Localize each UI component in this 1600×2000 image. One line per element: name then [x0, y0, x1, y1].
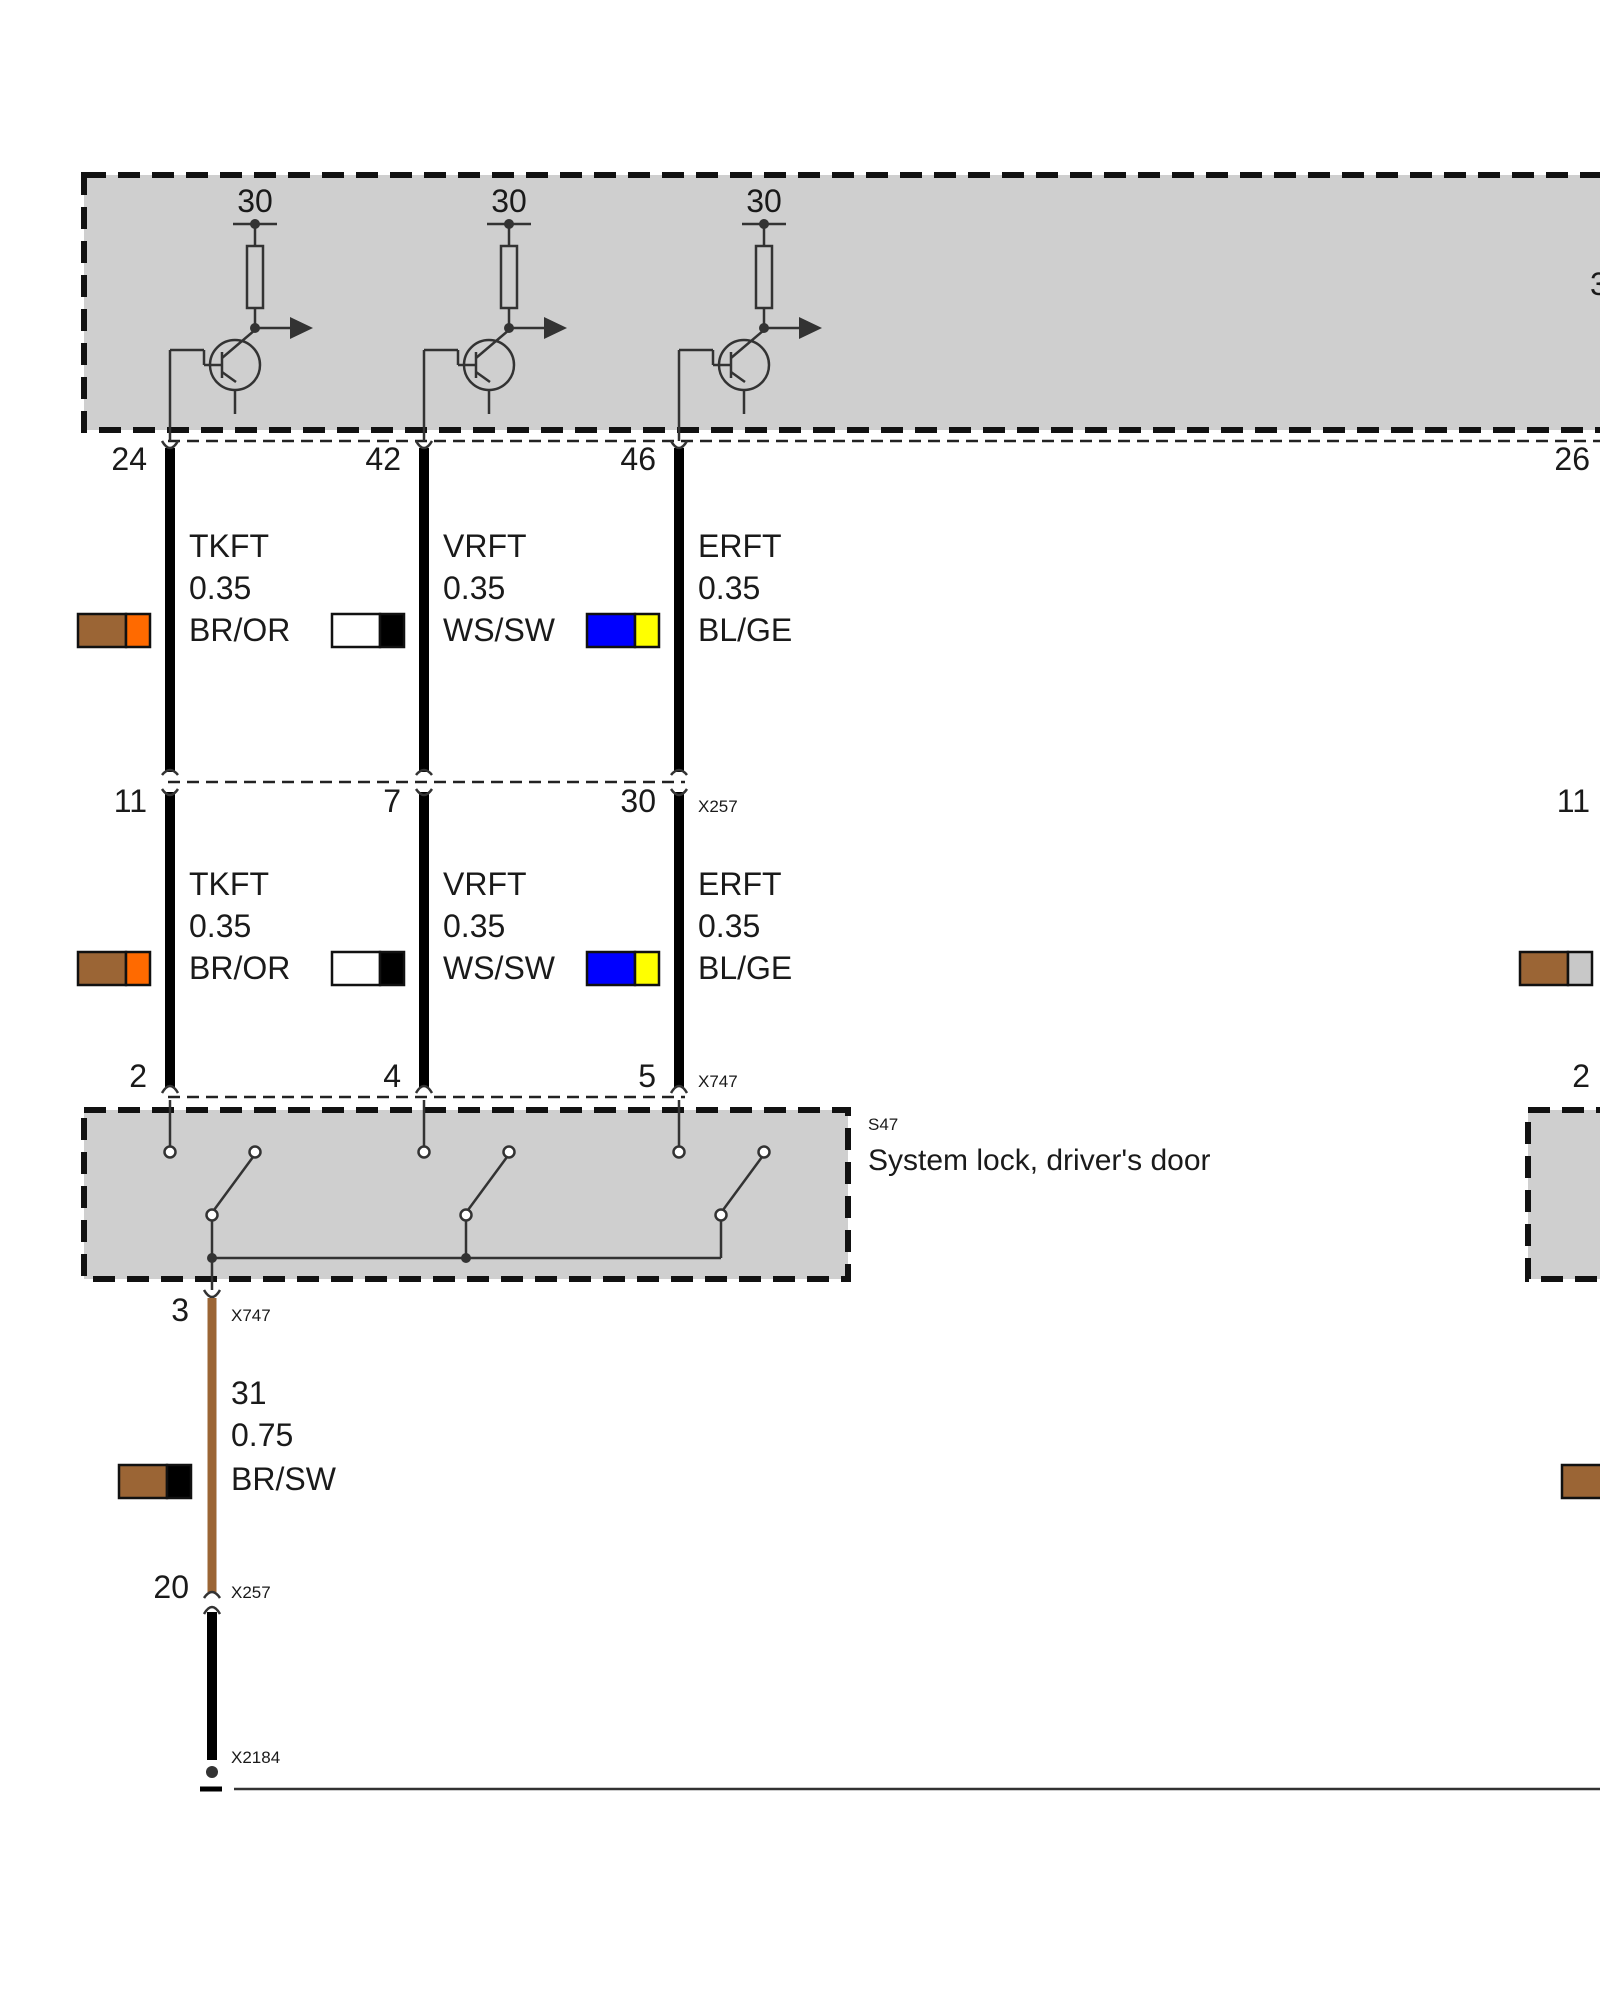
control-unit: 3 30 [81, 172, 1600, 443]
signal-label: ERFT [698, 528, 782, 564]
output-arrow-icon [290, 317, 313, 339]
pin-label: 7 [383, 783, 401, 819]
supply-label: 30 [746, 183, 782, 219]
signal-label: TKFT [189, 866, 269, 902]
component-description: System lock, driver's door [868, 1144, 1211, 1177]
color-code-label: BR/OR [189, 612, 290, 648]
system-lock-component: S47 System lock, driver's door [81, 1100, 1211, 1290]
wire-size-label: 0.35 [189, 570, 251, 606]
color-swatch [330, 950, 406, 987]
pin-label: 30 [620, 783, 656, 819]
switch-contact-1 [163, 1100, 262, 1258]
pin-label: 24 [111, 441, 147, 477]
pin-label: 26 [1554, 441, 1590, 477]
control-unit-housing [81, 172, 1600, 433]
driver-stage-1: 30 [168, 183, 313, 441]
supply-label: 30 [491, 183, 527, 219]
wire-size-label: 0.75 [231, 1417, 293, 1453]
color-code-label: BR/OR [189, 950, 290, 986]
color-swatch [1518, 950, 1594, 987]
pin-label: 3 [171, 1292, 189, 1328]
color-swatch [330, 612, 406, 649]
right-partial-circuit: 26 11 2 [1518, 441, 1600, 1500]
wire-size-label: 0.35 [443, 570, 505, 606]
color-code-label: WS/SW [443, 950, 556, 986]
pin-label: 2 [1572, 1058, 1590, 1094]
color-swatch [585, 950, 661, 987]
ground-point-icon [206, 1766, 218, 1778]
connector-label: X257 [231, 1583, 271, 1602]
wire-size-label: 0.35 [189, 908, 251, 944]
pin-label: 11 [1557, 783, 1590, 819]
ground-wire: 3 X747 31 0.75 BR/SW 20 X257 X2184 [117, 1289, 1600, 1792]
supply-label: 30 [237, 183, 273, 219]
color-code-label: WS/SW [443, 612, 556, 648]
color-code-label: BL/GE [698, 612, 792, 648]
connector-label: X747 [231, 1306, 271, 1325]
wire-vrft: 42 7 4 VRFT 0.35 WS/SW VRFT 0.35 WS/SW [330, 440, 556, 1094]
wire-erft: 46 30 5 ERFT 0.35 BL/GE ERFT 0.35 BL/GE [585, 440, 792, 1094]
pin-label: 2 [129, 1058, 147, 1094]
signal-label: ERFT [698, 866, 782, 902]
wire-tkft: 24 11 2 TKFT 0.35 BR/OR TKFT 0.35 BR/OR [76, 440, 290, 1094]
color-swatch [117, 1463, 193, 1500]
signal-label: VRFT [443, 528, 527, 564]
control-unit-edge-label: 3 [1590, 266, 1600, 302]
pin-label: 20 [153, 1569, 189, 1605]
connector-label: X2184 [231, 1748, 280, 1767]
right-component-housing [1525, 1107, 1600, 1282]
color-swatch [1560, 1463, 1600, 1500]
signal-label: TKFT [189, 528, 269, 564]
component-code: S47 [868, 1115, 898, 1134]
pin-label: 46 [620, 441, 656, 477]
switch-contact-3 [672, 1100, 771, 1258]
pin-label: 5 [638, 1058, 656, 1094]
output-arrow-icon [544, 317, 567, 339]
color-swatch [76, 612, 152, 649]
pin-label: 42 [365, 441, 401, 477]
driver-stage-2: 30 [422, 183, 567, 441]
output-arrow-icon [799, 317, 822, 339]
color-swatch [76, 950, 152, 987]
color-code-label: BL/GE [698, 950, 792, 986]
connector-label-x747: X747 [698, 1072, 738, 1091]
wire-size-label: 0.35 [698, 570, 760, 606]
driver-stage-3: 30 [677, 183, 822, 441]
wire-size-label: 0.35 [443, 908, 505, 944]
color-code-label: BR/SW [231, 1461, 337, 1497]
signal-label: VRFT [443, 866, 527, 902]
connector-label-x257: X257 [698, 797, 738, 816]
signal-label: 31 [231, 1375, 267, 1411]
pin-label: 11 [114, 783, 147, 819]
wire-size-label: 0.35 [698, 908, 760, 944]
color-swatch [585, 612, 661, 649]
pin-label: 4 [383, 1058, 401, 1094]
switch-contact-2 [417, 1100, 516, 1258]
